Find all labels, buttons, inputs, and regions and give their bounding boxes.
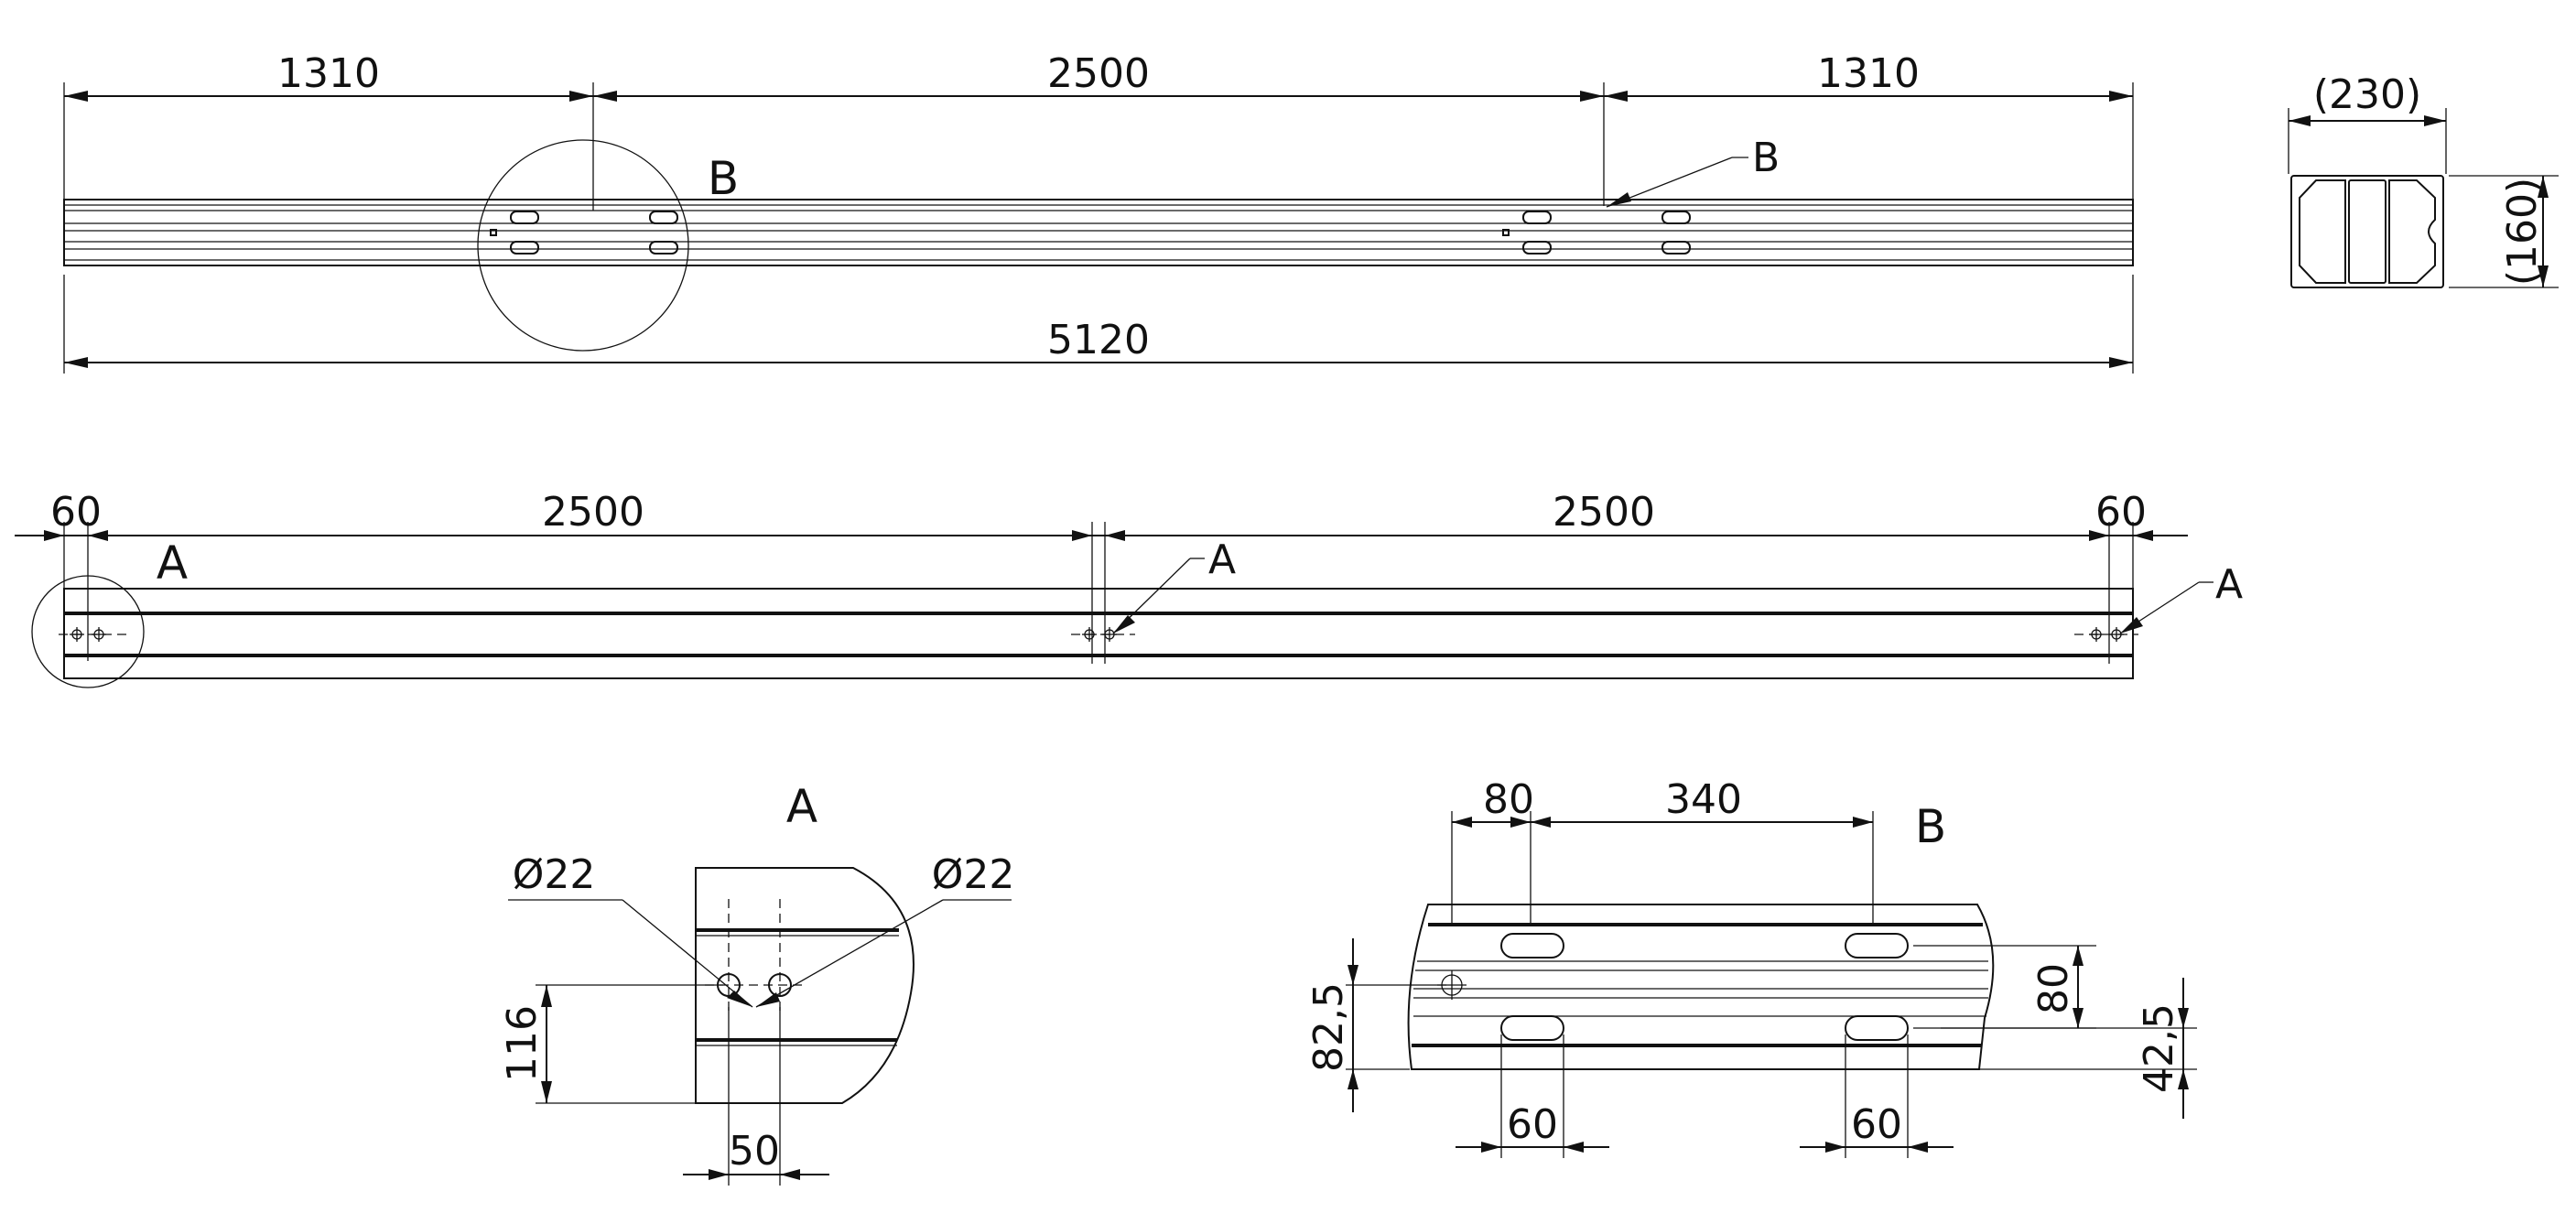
hole-pair-right bbox=[2074, 627, 2138, 642]
detail-b-slot-width-left: 60 bbox=[1507, 1101, 1558, 1148]
detail-a-title: A bbox=[786, 780, 817, 833]
dim-section-height: (160) bbox=[2499, 178, 2546, 286]
slot-upper-left bbox=[1500, 933, 1564, 958]
detail-label-b: B bbox=[708, 152, 739, 205]
dim-side-end-right: 60 bbox=[2095, 489, 2147, 536]
dim-overall-length: 5120 bbox=[1047, 317, 1150, 363]
detail-b-title: B bbox=[1915, 800, 1946, 853]
callout-a-right: A bbox=[2215, 561, 2243, 608]
detail-b: B 80 340 80 bbox=[1305, 776, 2197, 1158]
dim-top-left: 1310 bbox=[277, 50, 380, 97]
beam-side-outline bbox=[63, 588, 2134, 679]
detail-label-a: A bbox=[157, 536, 188, 590]
detail-circle-a bbox=[31, 575, 145, 688]
top-view: 1310 2500 1310 B bbox=[63, 50, 2134, 374]
detail-b-outline bbox=[1407, 904, 1995, 1070]
dim-side-span-right: 2500 bbox=[1553, 489, 1655, 536]
callout-a-middle: A bbox=[1208, 536, 1236, 583]
side-view: 60 2500 2500 60 A A bbox=[15, 489, 2243, 688]
dim-section-width: (230) bbox=[2313, 71, 2421, 118]
hole-pair-left bbox=[59, 627, 128, 642]
beam-top-outline bbox=[63, 199, 2134, 266]
detail-a-diameter-left: Ø22 bbox=[513, 851, 596, 898]
detail-a: A Ø22 Ø22 116 50 bbox=[499, 780, 1014, 1186]
section-outline bbox=[2290, 175, 2444, 288]
detail-b-slot-width-right: 60 bbox=[1851, 1101, 1902, 1148]
hole-pair-middle bbox=[1071, 627, 1135, 642]
detail-b-bottom-offset: 42,5 bbox=[2136, 1003, 2182, 1093]
detail-a-outline bbox=[695, 867, 915, 1104]
slot-lower-right bbox=[1845, 1015, 1909, 1041]
callout-b: B bbox=[1752, 135, 1780, 181]
detail-b-slot-pitch: 80 bbox=[2030, 963, 2077, 1014]
slot-upper-right bbox=[1845, 933, 1909, 958]
cross-section: (230) (160) bbox=[2288, 71, 2559, 288]
detail-b-left-offset: 82,5 bbox=[1305, 982, 1352, 1072]
detail-circle-b bbox=[477, 139, 689, 352]
hole-right bbox=[768, 973, 792, 997]
dim-side-span-left: 2500 bbox=[542, 489, 644, 536]
slot-lower-left bbox=[1500, 1015, 1564, 1041]
slot-group-left bbox=[490, 211, 678, 255]
detail-a-spacing-dim: 50 bbox=[729, 1128, 780, 1175]
dim-top-right: 1310 bbox=[1817, 50, 1920, 97]
slot-group-right bbox=[1502, 211, 1691, 255]
dim-top-middle: 2500 bbox=[1047, 50, 1150, 97]
detail-b-slot-length: 80 bbox=[1483, 776, 1534, 823]
detail-a-height-dim: 116 bbox=[499, 1005, 546, 1082]
detail-a-diameter-right: Ø22 bbox=[932, 851, 1015, 898]
dim-side-end-left: 60 bbox=[50, 489, 102, 536]
detail-b-slot-spacing: 340 bbox=[1665, 776, 1742, 823]
